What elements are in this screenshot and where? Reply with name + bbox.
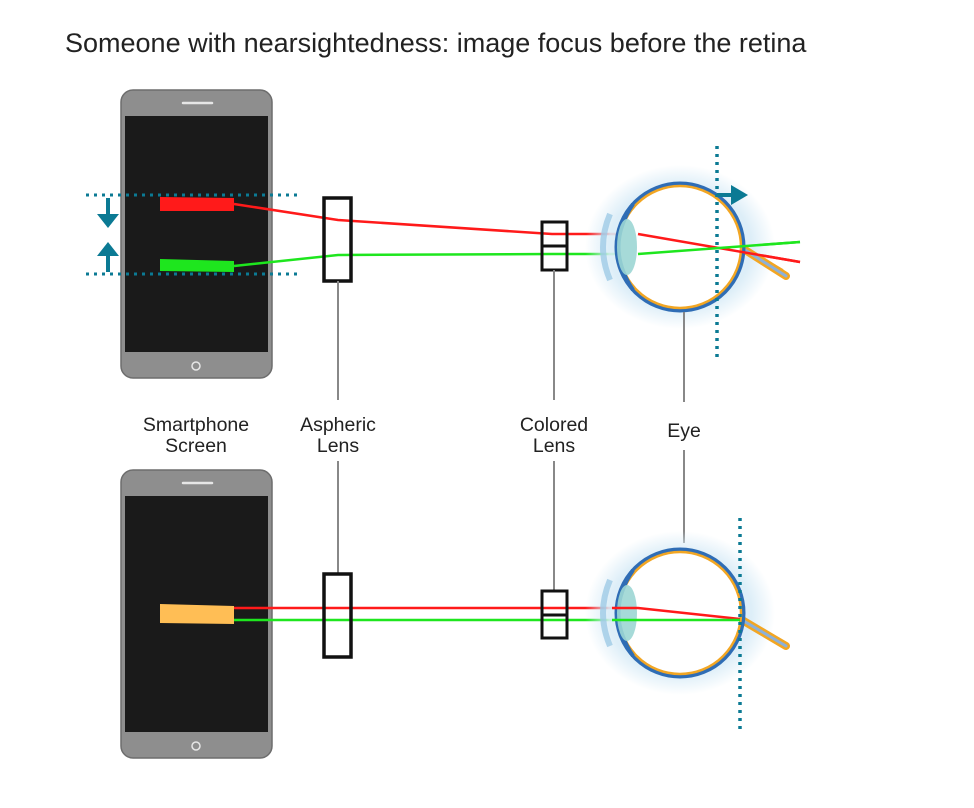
focal-plane-top <box>715 146 748 360</box>
eye-lens-bottom <box>617 585 637 641</box>
arrow-up-icon <box>97 242 119 272</box>
label-colored-line2: Lens <box>533 435 576 457</box>
colored-lens-bottom <box>540 589 569 640</box>
red-image-bar <box>160 197 234 211</box>
leader-lines <box>337 270 685 590</box>
arrow-down-icon <box>97 198 119 228</box>
eye-top <box>585 165 790 329</box>
label-colored-line1: Colored <box>520 414 588 436</box>
label-aspheric-line2: Lens <box>317 435 360 457</box>
label-smartphone-line2: Screen <box>165 435 227 457</box>
phone-top-home-button <box>191 361 201 371</box>
label-smartphone-line1: Smartphone <box>143 414 249 436</box>
phone-top-screen <box>125 116 268 352</box>
phone-bottom <box>120 469 273 759</box>
colored-lens-top <box>540 220 569 272</box>
aspheric-lens-top <box>322 196 353 283</box>
aspheric-lens-bottom <box>322 572 353 659</box>
diagram-title: Someone with nearsightedness: image focu… <box>65 28 807 58</box>
eye-lens-top <box>617 219 637 275</box>
green-image-bar <box>160 259 234 272</box>
image-separation-guides <box>86 193 300 276</box>
label-eye: Eye <box>667 420 701 442</box>
merged-image-bar <box>160 604 234 624</box>
phone-top <box>120 89 273 379</box>
phone-bottom-home-button <box>191 741 201 751</box>
label-aspheric-line1: Aspheric <box>300 414 376 436</box>
arrow-right-icon <box>717 185 748 205</box>
